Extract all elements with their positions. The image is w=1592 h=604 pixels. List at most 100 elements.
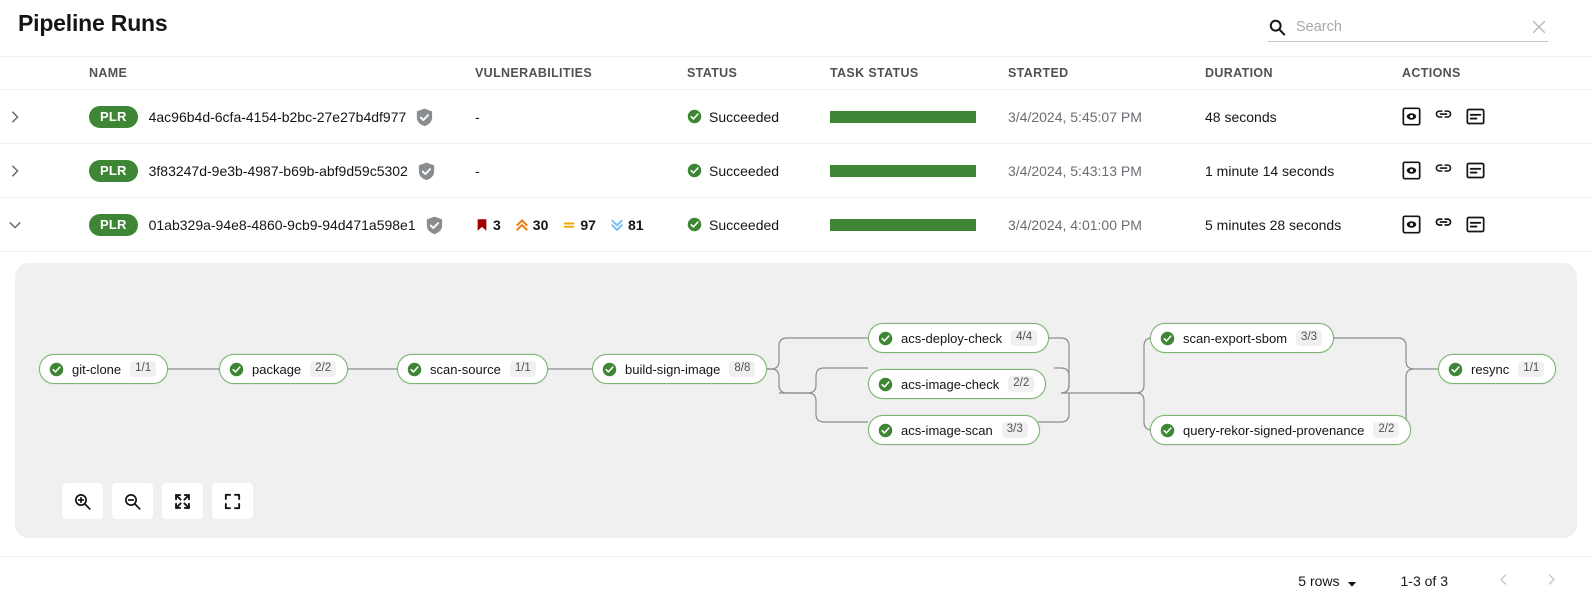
started-timestamp: 3/4/2024, 5:43:13 PM (1008, 162, 1142, 179)
pipeline-run-name[interactable]: 4ac96b4d-6cfa-4154-b2bc-27e27b4df977 (148, 108, 407, 125)
graph-node-scan-export-sbom[interactable]: scan-export-sbom 3/3 (1150, 323, 1335, 353)
fit-to-screen-button[interactable] (162, 483, 203, 519)
vulnerability-moderate: 97 (562, 217, 596, 233)
pipeline-run-name[interactable]: 01ab329a-94e8-4860-9cb9-94d471a598e1 (148, 216, 416, 233)
task-status-cell (830, 110, 1008, 123)
page-header: Pipeline Runs (0, 0, 1592, 56)
document-lines-icon[interactable] (1466, 161, 1485, 180)
status-label: Succeeded (709, 216, 780, 233)
vulnerabilities-cell: - (475, 109, 687, 125)
previous-page-button[interactable] (1492, 570, 1514, 592)
pipeline-run-name[interactable]: 3f83247d-9e3b-4987-b69b-abf9d59c5302 (148, 162, 408, 179)
duration-cell: 5 minutes 28 seconds (1205, 217, 1402, 233)
column-header-actions: ACTIONS (1402, 66, 1461, 80)
plr-badge: PLR (89, 213, 138, 236)
chevron-down-icon (8, 218, 22, 232)
started-cell: 3/4/2024, 5:45:07 PM (1008, 109, 1205, 125)
severity-low-icon (610, 218, 624, 232)
caret-down-icon (1347, 576, 1357, 587)
graph-node-count: 1/1 (130, 361, 157, 377)
close-icon[interactable] (1530, 18, 1548, 36)
vulnerability-important-count: 30 (532, 216, 549, 233)
table-row[interactable]: PLR 3f83247d-9e3b-4987-b69b-abf9d59c5302… (0, 144, 1592, 198)
severity-moderate-icon (562, 218, 576, 232)
graph-node-label: build-sign-image (625, 361, 721, 377)
pipeline-graph-panel[interactable]: git-clone 1/1 package 2/2 scan-source 1/… (15, 263, 1577, 538)
vulnerability-critical: 3 (475, 217, 501, 233)
check-circle-icon (687, 163, 702, 178)
row-expand-toggle[interactable] (0, 218, 30, 232)
actions-cell (1402, 161, 1592, 180)
graph-node-count: 3/3 (1001, 422, 1028, 438)
vulnerabilities-empty: - (475, 108, 480, 125)
search-box[interactable] (1268, 12, 1548, 42)
graph-node-build-sign-image[interactable]: build-sign-image 8/8 (592, 354, 768, 384)
eye-box-icon[interactable] (1402, 161, 1421, 180)
check-circle-icon (878, 331, 893, 346)
check-circle-icon (687, 109, 702, 124)
duration-value: 1 minute 14 seconds (1205, 162, 1335, 179)
row-expand-toggle[interactable] (0, 164, 30, 178)
chevron-right-icon (8, 110, 22, 124)
vulnerabilities-cell: - (475, 163, 687, 179)
graph-node-resync[interactable]: resync 1/1 (1438, 354, 1557, 384)
rows-per-page-label: 5 rows (1298, 572, 1340, 589)
check-circle-icon (229, 362, 244, 377)
row-expand-toggle[interactable] (0, 110, 30, 124)
table-row[interactable]: PLR 4ac96b4d-6cfa-4154-b2bc-27e27b4df977… (0, 90, 1592, 144)
check-circle-icon (1160, 331, 1175, 346)
column-header-task-status: TASK STATUS (830, 66, 919, 80)
page-title: Pipeline Runs (18, 10, 168, 36)
reset-view-button[interactable] (212, 483, 253, 519)
status-label: Succeeded (709, 108, 780, 125)
started-cell: 3/4/2024, 4:01:00 PM (1008, 217, 1205, 233)
graph-node-acs-image-check[interactable]: acs-image-check 2/2 (868, 369, 1047, 399)
column-header-vulnerabilities: VULNERABILITIES (475, 66, 593, 80)
status-cell: Succeeded (687, 217, 830, 233)
graph-node-query-rekor-signed-provenance[interactable]: query-rekor-signed-provenance 2/2 (1150, 415, 1412, 445)
graph-node-acs-deploy-check[interactable]: acs-deploy-check 4/4 (868, 323, 1050, 353)
search-input[interactable] (1296, 18, 1530, 35)
started-timestamp: 3/4/2024, 4:01:00 PM (1008, 216, 1142, 233)
graph-node-label: package (252, 361, 302, 377)
zoom-in-icon (73, 492, 92, 511)
shield-check-icon (426, 216, 443, 235)
check-circle-icon (49, 362, 64, 377)
status-label: Succeeded (709, 162, 780, 179)
link-icon[interactable] (1434, 107, 1453, 126)
graph-node-label: acs-deploy-check (901, 330, 1003, 346)
row-name-cell[interactable]: PLR 3f83247d-9e3b-4987-b69b-abf9d59c5302 (30, 159, 475, 182)
eye-box-icon[interactable] (1402, 107, 1421, 126)
next-page-button[interactable] (1540, 570, 1562, 592)
document-lines-icon[interactable] (1466, 107, 1485, 126)
vulnerability-critical-count: 3 (493, 216, 501, 233)
search-icon (1268, 18, 1286, 36)
row-name-cell[interactable]: PLR 4ac96b4d-6cfa-4154-b2bc-27e27b4df977 (30, 105, 475, 128)
check-circle-icon (687, 217, 702, 232)
task-status-bar (830, 110, 976, 123)
check-circle-icon (1448, 362, 1463, 377)
graph-node-package[interactable]: package 2/2 (219, 354, 349, 384)
check-circle-icon (1160, 423, 1175, 438)
table-header-row: NAME VULNERABILITIES STATUS TASK STATUS … (0, 56, 1592, 90)
pipeline-runs-table: NAME VULNERABILITIES STATUS TASK STATUS … (0, 56, 1592, 252)
graph-node-git-clone[interactable]: git-clone 1/1 (39, 354, 169, 384)
document-lines-icon[interactable] (1466, 215, 1485, 234)
column-header-started: STARTED (1008, 66, 1069, 80)
link-icon[interactable] (1434, 161, 1453, 180)
graph-node-label: query-rekor-signed-provenance (1183, 422, 1365, 438)
zoom-out-button[interactable] (112, 483, 153, 519)
eye-box-icon[interactable] (1402, 215, 1421, 234)
link-icon[interactable] (1434, 215, 1453, 234)
table-row[interactable]: PLR 01ab329a-94e8-4860-9cb9-94d471a598e1… (0, 198, 1592, 252)
duration-value: 48 seconds (1205, 108, 1277, 125)
shield-check-icon (416, 108, 433, 127)
graph-node-scan-source[interactable]: scan-source 1/1 (397, 354, 548, 384)
graph-node-label: scan-source (430, 361, 501, 377)
rows-per-page-select[interactable]: 5 rows (1298, 573, 1356, 589)
zoom-in-button[interactable] (62, 483, 103, 519)
severity-critical-icon (475, 218, 489, 232)
row-name-cell[interactable]: PLR 01ab329a-94e8-4860-9cb9-94d471a598e1 (30, 213, 475, 236)
graph-node-acs-image-scan[interactable]: acs-image-scan 3/3 (868, 415, 1040, 445)
graph-controls (62, 483, 253, 519)
